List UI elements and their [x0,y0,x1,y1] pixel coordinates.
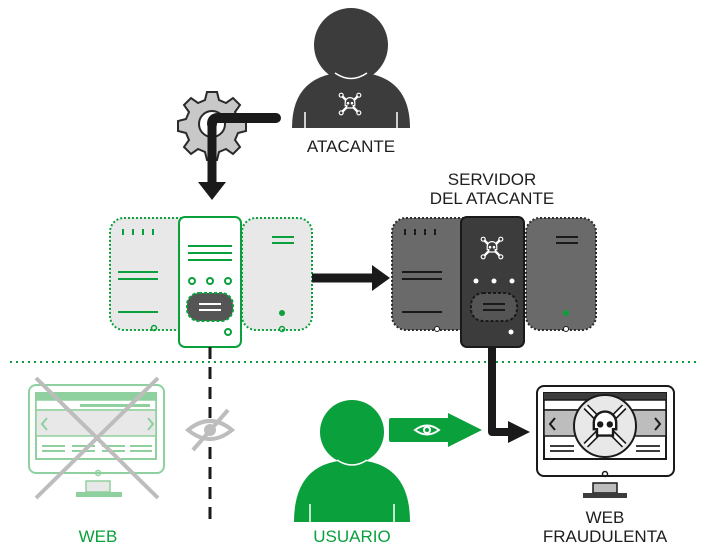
web-label: WEB [78,527,118,546]
skull-icon [583,404,627,448]
monitor-icon [28,376,165,500]
attacker-label: ATACANTE [306,137,396,156]
fraud-web-label-2: FRAUDULENTA [542,527,668,546]
eye-slash-icon [184,408,236,452]
attacker-person-icon [292,8,410,128]
eye-arrow [389,413,482,447]
server-icon [109,216,313,348]
attacker-server-label-2: DEL ATACANTE [429,189,555,208]
attacker-server-icon [391,216,597,348]
arrow-to-fraud [488,347,512,436]
attacker-server-label-1: SERVIDOR [447,170,537,189]
eye-icon [413,424,441,436]
fraud-monitor-icon [536,385,675,498]
user-label: USUARIO [313,527,391,546]
user-person-icon [294,400,410,522]
fraud-web-label-1: WEB [585,508,625,527]
